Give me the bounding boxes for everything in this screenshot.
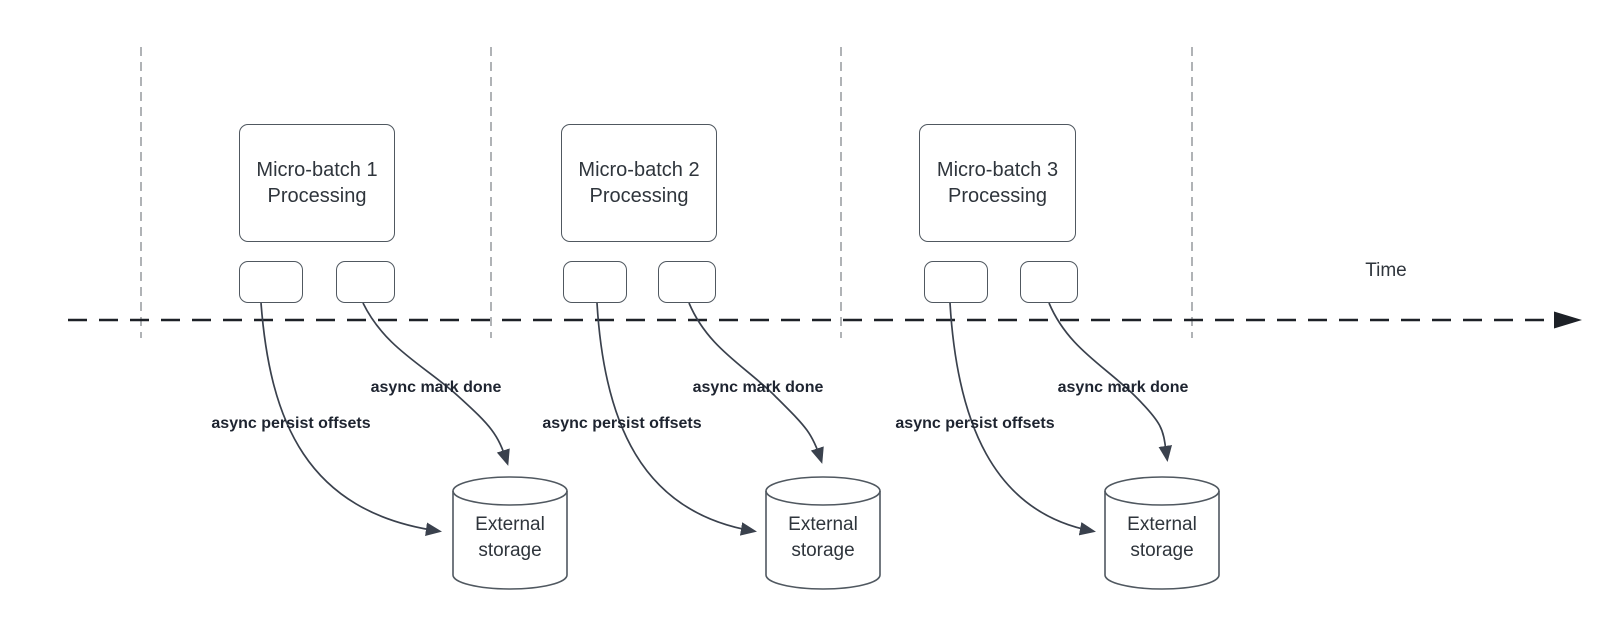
time-label: Time xyxy=(1365,260,1407,281)
mark-done-arrow-1 xyxy=(362,302,510,466)
task-box-3-left xyxy=(924,261,988,303)
external-storage-cylinder-1 xyxy=(452,476,568,590)
external-storage-cylinder-3 xyxy=(1104,476,1220,590)
micro-batch-2-box: Micro-batch 2 Processing xyxy=(561,124,717,242)
micro-batch-2-subtitle: Processing xyxy=(589,185,689,207)
external-storage-label-3: External storage xyxy=(1127,514,1197,561)
mark-done-arrow-2 xyxy=(688,302,824,464)
persist-offsets-label-3: async persist offsets xyxy=(895,415,1055,432)
micro-batch-3-box: Micro-batch 3 Processing xyxy=(919,124,1076,242)
time-axis-arrowhead-icon xyxy=(1554,311,1582,329)
external-storage-label-2: External storage xyxy=(788,514,858,561)
micro-batch-1-subtitle: Processing xyxy=(267,185,367,207)
task-box-1-right xyxy=(336,261,395,303)
task-box-2-right xyxy=(658,261,716,303)
persist-offsets-arrow-2 xyxy=(596,302,757,536)
mark-done-label-1: async mark done xyxy=(370,379,502,396)
micro-batch-2-title: Micro-batch 2 xyxy=(578,159,700,181)
external-storage-cylinder-2 xyxy=(765,476,881,590)
external-storage-label-1: External storage xyxy=(475,514,545,561)
micro-batch-3-title: Micro-batch 3 xyxy=(936,159,1059,181)
micro-batch-3-subtitle: Processing xyxy=(948,185,1047,207)
persist-offsets-label-1: async persist offsets xyxy=(211,415,371,432)
task-box-3-right xyxy=(1020,261,1078,303)
micro-batch-1-box: Micro-batch 1 Processing xyxy=(239,124,395,242)
persist-offsets-arrow-3 xyxy=(949,302,1096,536)
mark-done-arrow-3 xyxy=(1048,302,1173,462)
mark-done-label-3: async mark done xyxy=(1057,379,1189,396)
task-box-2-left xyxy=(563,261,627,303)
persist-offsets-label-2: async persist offsets xyxy=(542,415,702,432)
mark-done-label-2: async mark done xyxy=(692,379,824,396)
task-box-1-left xyxy=(239,261,303,303)
persist-offsets-arrow-1 xyxy=(260,302,442,536)
micro-batch-1-title: Micro-batch 1 xyxy=(256,159,378,181)
